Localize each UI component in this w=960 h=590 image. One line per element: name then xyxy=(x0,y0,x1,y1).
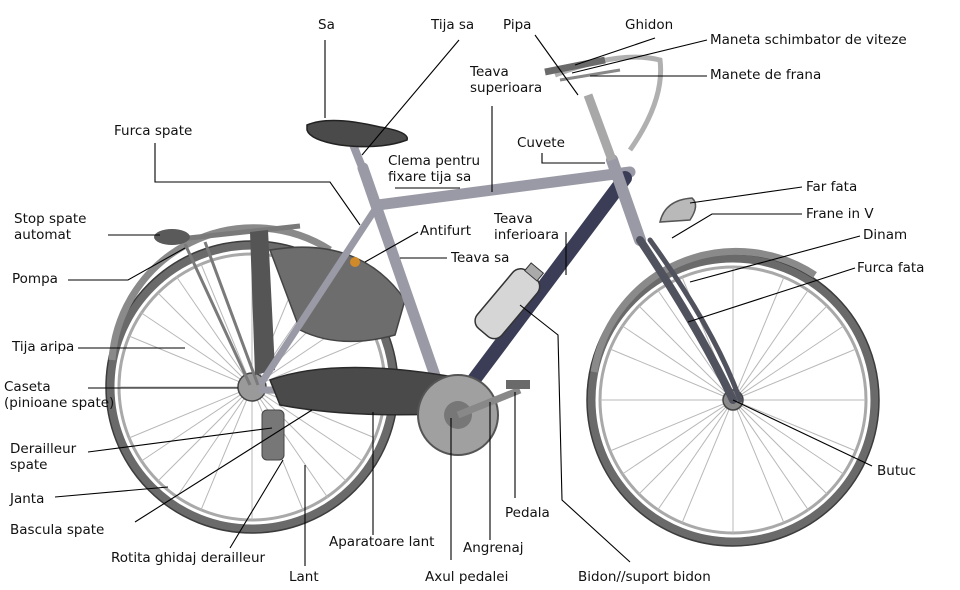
label-frane-v: Frane in V xyxy=(806,206,874,222)
label-butuc: Butuc xyxy=(877,463,916,479)
label-furca-fata: Furca fata xyxy=(857,260,924,276)
label-lant: Lant xyxy=(289,569,319,585)
label-ghidon: Ghidon xyxy=(625,17,673,33)
label-sa: Sa xyxy=(318,17,335,33)
label-axul: Axul pedalei xyxy=(425,569,508,585)
label-tija-aripa: Tija aripa xyxy=(12,339,74,355)
label-antifurt: Antifurt xyxy=(420,223,471,239)
label-derailleur: Derailleur spate xyxy=(10,441,76,473)
label-pedala: Pedala xyxy=(505,505,550,521)
label-clema: Clema pentru fixare tija sa xyxy=(388,153,480,185)
label-angrenaj: Angrenaj xyxy=(463,540,524,556)
label-aparatoare: Aparatoare lant xyxy=(329,534,434,550)
label-furca-spate: Furca spate xyxy=(114,123,192,139)
label-far-fata: Far fata xyxy=(806,179,857,195)
label-caseta: Caseta (pinioane spate) xyxy=(4,379,114,411)
label-tija-sa: Tija sa xyxy=(431,17,474,33)
label-janta: Janta xyxy=(10,491,44,507)
label-teava-sa: Teava sa xyxy=(451,250,509,266)
leader-lines xyxy=(55,35,872,566)
label-pompa: Pompa xyxy=(12,271,58,287)
label-teava-superioara: Teava superioara xyxy=(470,64,542,96)
label-bascula: Bascula spate xyxy=(10,522,104,538)
label-stop-spate: Stop spate automat xyxy=(14,211,86,243)
label-cuvete: Cuvete xyxy=(517,135,565,151)
label-manete-frana: Manete de frana xyxy=(710,67,821,83)
label-rotita: Rotita ghidaj derailleur xyxy=(111,550,265,566)
label-teava-inferioara: Teava inferioara xyxy=(494,211,559,243)
label-maneta-viteze: Maneta schimbator de viteze xyxy=(710,32,907,48)
label-bidon: Bidon//suport bidon xyxy=(578,569,711,585)
label-dinam: Dinam xyxy=(863,227,907,243)
label-pipa: Pipa xyxy=(503,17,531,33)
